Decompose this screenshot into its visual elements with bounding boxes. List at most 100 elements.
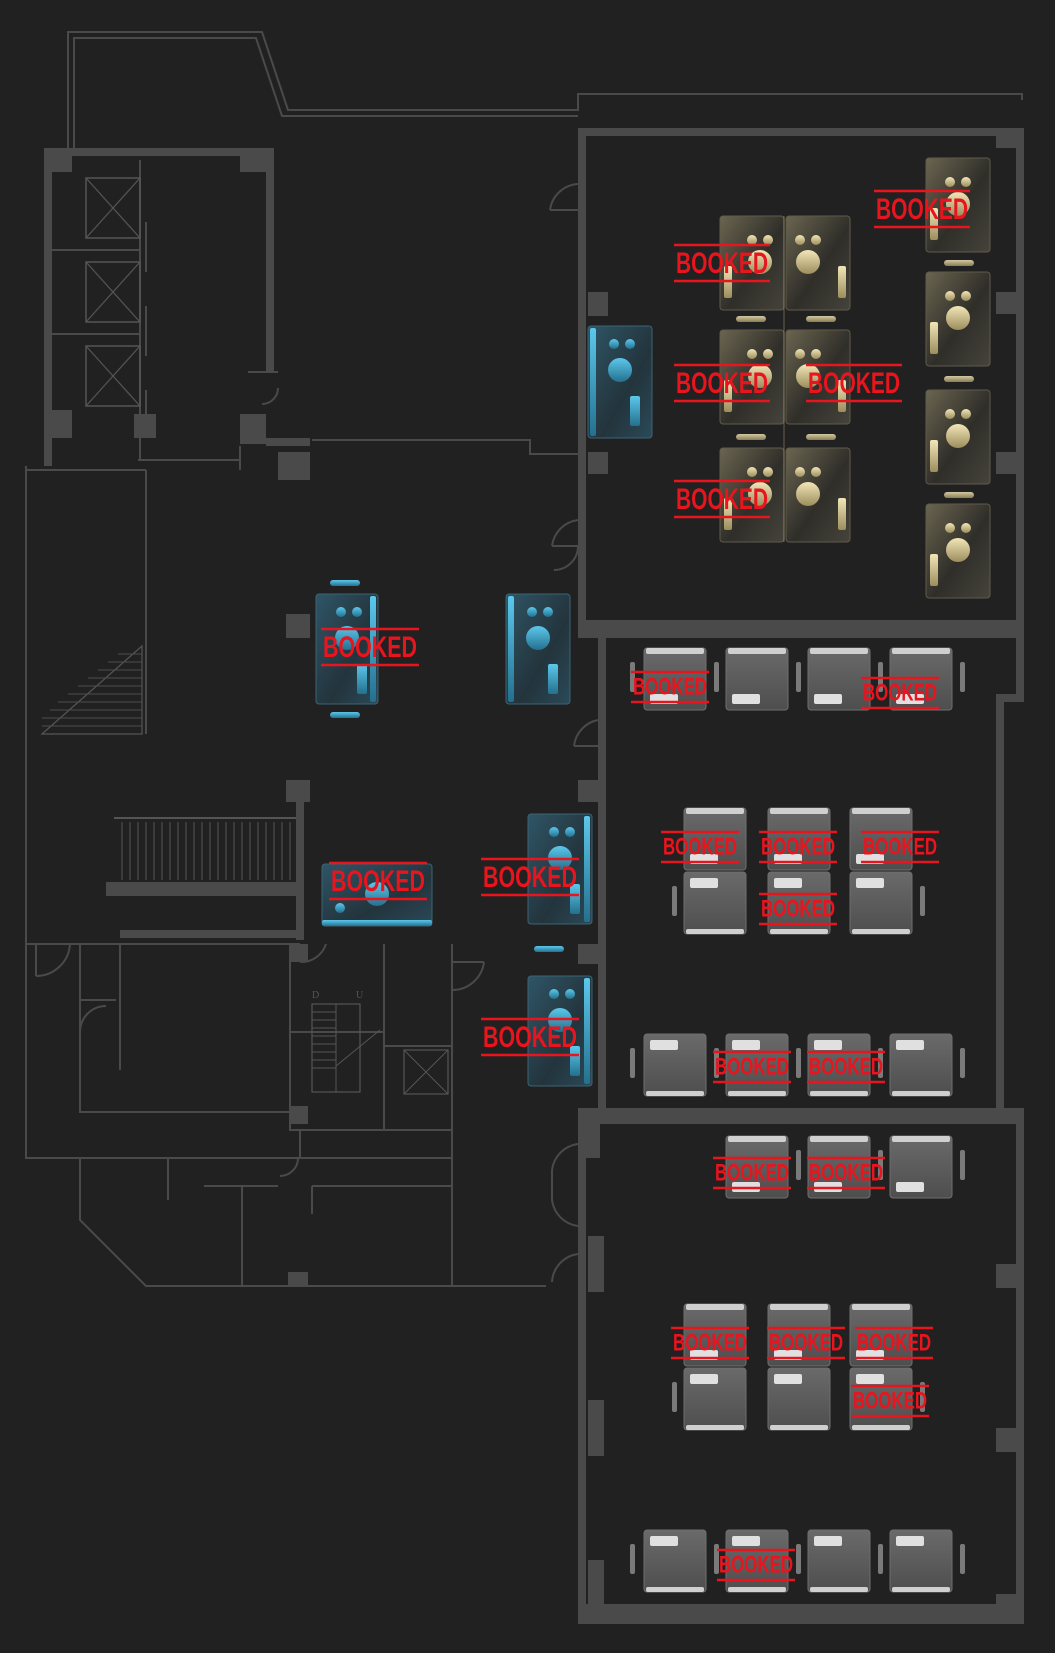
booked-label: BOOKED [715, 1054, 789, 1081]
booked-label: BOOKED [663, 834, 737, 861]
chair [714, 662, 719, 692]
booked-label: BOOKED [808, 367, 900, 400]
chair [920, 1382, 925, 1412]
hot-desk-r24[interactable] [643, 1529, 707, 1593]
hot-desk-r22[interactable] [767, 1367, 831, 1431]
booked-label: BOOKED [863, 834, 937, 861]
hot-desk-r3[interactable] [807, 647, 871, 711]
ramp-stairs [40, 644, 143, 735]
booked-stamp: BOOKED [674, 363, 770, 403]
hot-desk-r23[interactable] [849, 1367, 913, 1431]
chair [714, 1544, 719, 1574]
door [549, 183, 579, 211]
chair [796, 662, 801, 692]
booked-stamp: BOOKED [321, 627, 419, 667]
chair [672, 886, 677, 916]
inner-stair: D U [311, 990, 381, 1093]
elevator-shafts [85, 177, 141, 407]
booked-stamp: BOOKED [861, 830, 939, 864]
focus-desk-b3[interactable] [505, 593, 571, 705]
hot-desk-r2[interactable] [725, 647, 789, 711]
booked-stamp: BOOKED [481, 857, 579, 897]
booked-label: BOOKED [715, 1160, 789, 1187]
chair [960, 662, 965, 692]
hot-desk-r12[interactable] [725, 1033, 789, 1097]
booked-stamp: BOOKED [806, 363, 902, 403]
premium-desk-g2[interactable] [785, 215, 851, 311]
hot-desk-r15[interactable] [725, 1135, 789, 1199]
premium-desk-g5[interactable] [719, 447, 785, 543]
booked-stamp: BOOKED [717, 1548, 795, 1582]
annex-outline [67, 31, 1023, 148]
booked-stamp: BOOKED [807, 1156, 885, 1190]
chair [630, 1544, 635, 1574]
hot-desk-r17[interactable] [889, 1135, 953, 1199]
hot-desk-r18[interactable] [683, 1303, 747, 1367]
premium-desk-g1[interactable] [719, 215, 785, 311]
booked-label: BOOKED [673, 1330, 747, 1357]
door [261, 387, 279, 405]
booked-stamp: BOOKED [671, 1326, 749, 1360]
chair [630, 1048, 635, 1078]
premium-desk-g10[interactable] [925, 503, 991, 599]
premium-desk-g7[interactable] [925, 157, 991, 253]
booked-label: BOOKED [483, 861, 577, 894]
chair [806, 434, 836, 440]
booked-label: BOOKED [769, 1330, 843, 1357]
hot-desk-r11[interactable] [643, 1033, 707, 1097]
hot-desk-r13[interactable] [807, 1033, 871, 1097]
hot-desk-r21[interactable] [683, 1367, 747, 1431]
hot-desk-r8[interactable] [683, 871, 747, 935]
booked-label: BOOKED [809, 1054, 883, 1081]
door [551, 519, 579, 547]
booked-stamp: BOOKED [713, 1156, 791, 1190]
door [35, 943, 71, 978]
stair-down-label: D [312, 990, 319, 1001]
focus-desk-b2[interactable] [315, 593, 379, 705]
chair [878, 1048, 883, 1078]
chair [672, 1382, 677, 1412]
booked-stamp: BOOKED [674, 479, 770, 519]
hot-desk-r1[interactable] [643, 647, 707, 711]
booked-label: BOOKED [853, 1388, 927, 1415]
premium-desk-g8[interactable] [925, 271, 991, 367]
hot-desk-r16[interactable] [807, 1135, 871, 1199]
booked-label: BOOKED [857, 1330, 931, 1357]
booked-label: BOOKED [876, 193, 968, 226]
hot-desk-r25[interactable] [725, 1529, 789, 1593]
door [553, 545, 579, 571]
booked-stamp: BOOKED [631, 670, 709, 704]
hot-desk-r9[interactable] [767, 871, 831, 935]
hot-desk-r14[interactable] [889, 1033, 953, 1097]
hot-desk-r19[interactable] [767, 1303, 831, 1367]
booked-label: BOOKED [331, 865, 425, 898]
chair [944, 260, 974, 266]
door [79, 1005, 107, 1033]
chair [796, 1048, 801, 1078]
premium-desk-g6[interactable] [785, 447, 851, 543]
booked-stamp: BOOKED [759, 892, 837, 926]
chair [714, 1048, 719, 1078]
booked-stamp: BOOKED [767, 1326, 845, 1360]
premium-desk-g9[interactable] [925, 389, 991, 485]
focus-desk-b1[interactable] [587, 325, 653, 439]
booked-stamp: BOOKED [759, 830, 837, 864]
door [551, 1143, 579, 1227]
hot-desk-r26[interactable] [807, 1529, 871, 1593]
booked-stamp: BOOKED [874, 189, 970, 229]
chair [796, 1150, 801, 1180]
chair [736, 316, 766, 322]
lower-elevator [403, 1049, 449, 1095]
hot-desk-r10[interactable] [849, 871, 913, 935]
chair [960, 1150, 965, 1180]
chair [736, 434, 766, 440]
door [551, 1253, 579, 1283]
hot-desk-r27[interactable] [889, 1529, 953, 1593]
stair-up-label: U [356, 990, 364, 1001]
focus-desk-b6[interactable] [527, 975, 593, 1087]
booked-label: BOOKED [483, 1021, 577, 1054]
booked-label: BOOKED [323, 631, 417, 664]
hot-desk-r6[interactable] [767, 807, 831, 871]
gray-desk-zone [630, 647, 965, 1593]
